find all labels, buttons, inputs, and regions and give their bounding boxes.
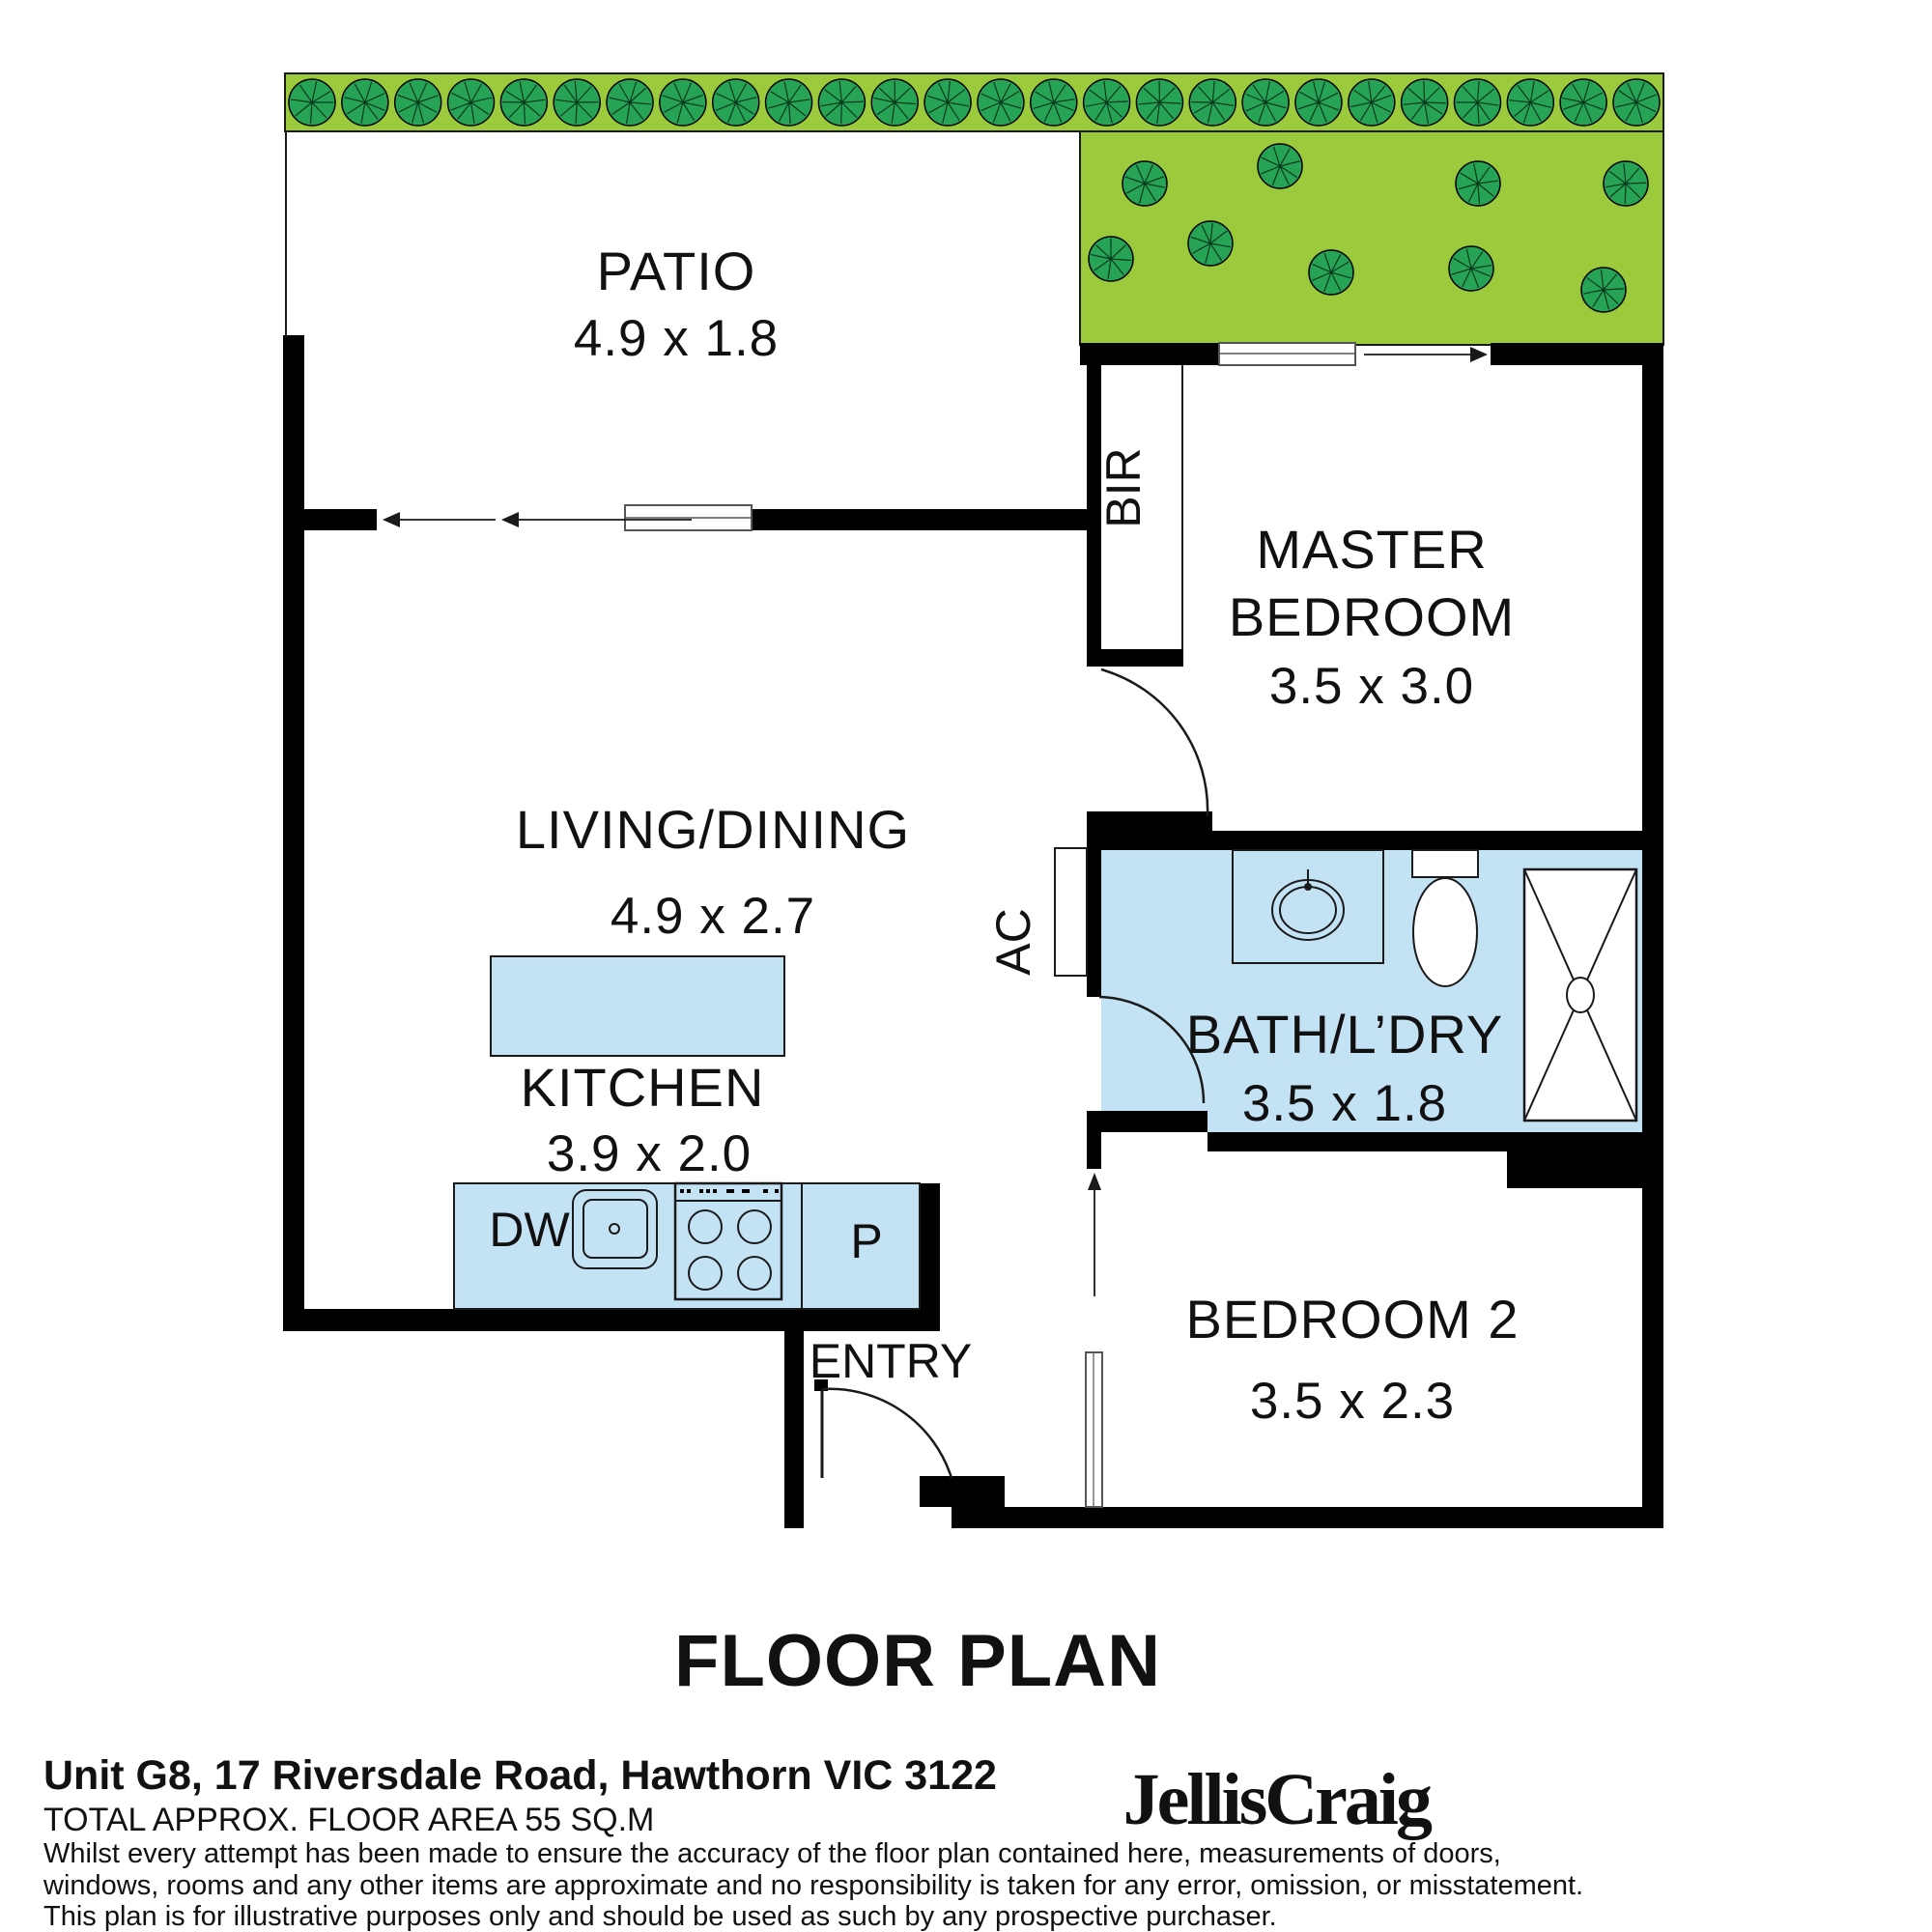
trees-layer xyxy=(288,78,1661,313)
stove xyxy=(673,1181,783,1301)
room-dims-bath: 3.5 x 1.8 xyxy=(1242,1075,1447,1132)
room-label-patio: PATIO xyxy=(597,241,756,301)
patio-sliding-door xyxy=(624,504,753,531)
master-door-open-arrow xyxy=(1364,347,1488,362)
patio-open-arrows xyxy=(383,512,692,527)
stove-control-dots xyxy=(680,1189,779,1193)
tree-icon xyxy=(1455,160,1501,207)
disclaimer-line-2: windows, rooms and any other items are a… xyxy=(43,1870,1583,1901)
master-door-arc xyxy=(1100,668,1209,817)
tree-icon xyxy=(1082,78,1131,127)
vanity-tap-icon xyxy=(1304,883,1312,891)
room-label-master-2: BEDROOM xyxy=(1229,586,1515,647)
agency-logo: JellisCraig xyxy=(1123,1759,1433,1840)
tree-icon xyxy=(393,78,442,127)
shower-drain-icon xyxy=(1566,977,1595,1013)
tree-icon xyxy=(606,78,654,127)
bir-label: BIR xyxy=(1096,447,1151,527)
tree-icon xyxy=(1188,78,1237,127)
tree-icon xyxy=(817,78,867,127)
tree-icon xyxy=(1348,78,1396,127)
ac-label: AC xyxy=(986,908,1040,975)
ac-unit xyxy=(1054,847,1088,977)
tree-icon xyxy=(923,78,972,127)
tree-icon xyxy=(1400,78,1449,127)
garden-lawn xyxy=(1079,130,1664,346)
room-dims-patio: 4.9 x 1.8 xyxy=(574,310,779,367)
tree-icon xyxy=(341,78,389,127)
bedroom2-slider-panel xyxy=(1085,1351,1103,1508)
tree-icon xyxy=(1612,78,1661,127)
page-title: FLOOR PLAN xyxy=(674,1620,1161,1702)
tree-icon xyxy=(1506,78,1555,127)
bath-door-arc xyxy=(1098,995,1206,1104)
shower xyxy=(1522,867,1638,1122)
tree-icon xyxy=(1453,78,1502,127)
hall-entry-arrow xyxy=(1088,1173,1101,1296)
tree-icon xyxy=(1603,160,1649,207)
room-label-kitchen: KITCHEN xyxy=(521,1057,765,1118)
tree-icon xyxy=(1580,267,1627,313)
floor-area-text: TOTAL APPROX. FLOOR AREA 55 SQ.M xyxy=(43,1802,654,1838)
entry-label: ENTRY xyxy=(810,1334,973,1388)
entry-door xyxy=(820,1387,953,1479)
tree-icon xyxy=(659,78,707,127)
tree-icon xyxy=(1559,78,1607,127)
tree-icon xyxy=(1187,220,1234,267)
tree-icon xyxy=(288,78,336,127)
tree-icon xyxy=(711,78,760,127)
tree-icon xyxy=(446,78,496,127)
room-label-master-1: MASTER xyxy=(1256,519,1487,580)
tree-icon xyxy=(764,78,813,127)
tree-icon xyxy=(1088,236,1134,282)
tree-icon xyxy=(1294,78,1343,127)
tree-icon xyxy=(1122,160,1168,207)
room-label-bath: BATH/L’DRY xyxy=(1186,1004,1503,1065)
kitchen-sink xyxy=(572,1189,658,1269)
tree-icon xyxy=(1308,249,1354,296)
room-dims-kitchen: 3.9 x 2.0 xyxy=(547,1125,752,1182)
room-dims-master: 3.5 x 3.0 xyxy=(1269,658,1474,715)
tree-icon xyxy=(870,78,919,127)
walls xyxy=(283,335,1663,1528)
tree-icon xyxy=(553,78,601,127)
room-dims-living: 4.9 x 2.7 xyxy=(611,888,815,945)
tree-icon xyxy=(1448,245,1494,292)
tree-icon xyxy=(499,78,549,127)
master-sliding-door xyxy=(1218,342,1356,366)
room-label-living: LIVING/DINING xyxy=(516,799,910,860)
tree-icon xyxy=(1135,78,1184,127)
dishwasher-label: DW xyxy=(489,1203,570,1257)
tree-icon xyxy=(1241,78,1290,127)
tree-icon xyxy=(977,78,1025,127)
toilet xyxy=(1411,849,1479,987)
disclaimer-line-1: Whilst every attempt has been made to en… xyxy=(43,1838,1501,1869)
disclaimer-line-3: This plan is for illustrative purposes o… xyxy=(43,1901,1277,1932)
tree-icon xyxy=(1257,143,1303,189)
tree-icon xyxy=(1030,78,1078,127)
vanity xyxy=(1232,849,1384,964)
property-address: Unit G8, 17 Riversdale Road, Hawthorn VI… xyxy=(43,1752,997,1799)
room-label-bedroom2: BEDROOM 2 xyxy=(1185,1289,1519,1350)
kitchen-island xyxy=(490,955,785,1057)
kitchen-bench xyxy=(453,1182,921,1310)
room-dims-bedroom2: 3.5 x 2.3 xyxy=(1250,1373,1455,1430)
pantry-label: P xyxy=(850,1214,882,1268)
